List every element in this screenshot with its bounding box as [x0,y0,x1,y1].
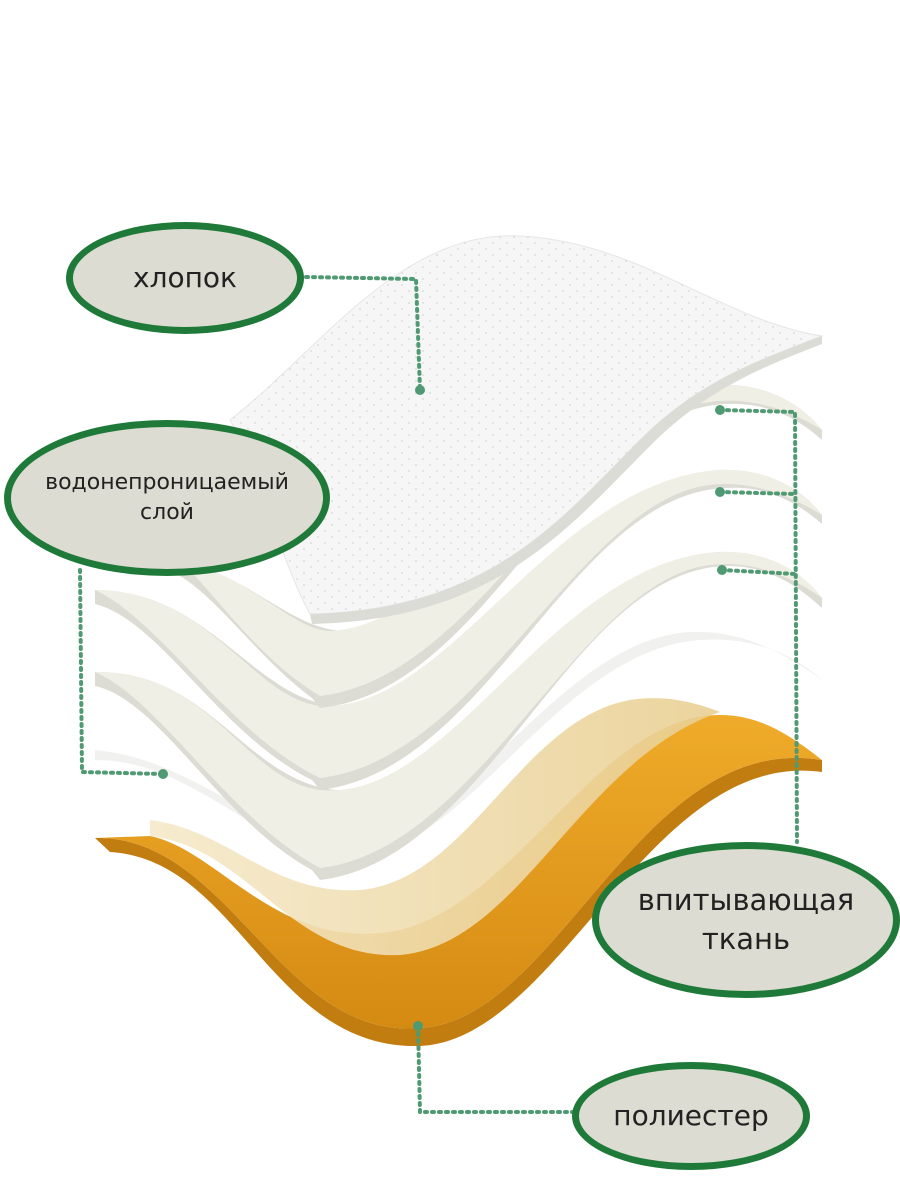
dot-polyester [413,1021,423,1031]
leader-line-waterproof [78,568,165,776]
dot-absorbent-2 [715,487,725,497]
absorbent-sheet-3 [95,551,822,880]
leader-line-absorbent [718,408,799,844]
label-polyester: полиестер [572,1062,810,1170]
leader-line-polyester [416,1024,574,1114]
label-cotton: хлопок [66,222,304,334]
label-absorbent-line2: ткань [701,922,791,956]
dot-cotton [415,385,425,395]
cotton-sheet [229,235,824,624]
label-waterproof-line2: слой [140,500,194,525]
beige-layer [150,698,720,956]
label-polyester-text: полиестер [613,1099,769,1133]
label-absorbent-fabric: впитывающая ткань [592,842,900,998]
leader-line-cotton [304,275,422,392]
dot-absorbent-3 [717,565,727,575]
dot-waterproof [158,769,168,779]
polyester-layer [95,715,822,1047]
absorbent-sheet-2 [95,469,822,790]
leader-lines [78,275,799,1114]
label-absorbent-line1: впитывающая [637,882,855,917]
label-waterproof-line1: водонепроницаемый [45,470,289,496]
label-cotton-text: хлопок [133,261,237,295]
dot-absorbent-1 [715,405,725,415]
leader-dots [158,385,727,1031]
label-waterproof-layer: водонепроницаемый слой [4,420,330,576]
